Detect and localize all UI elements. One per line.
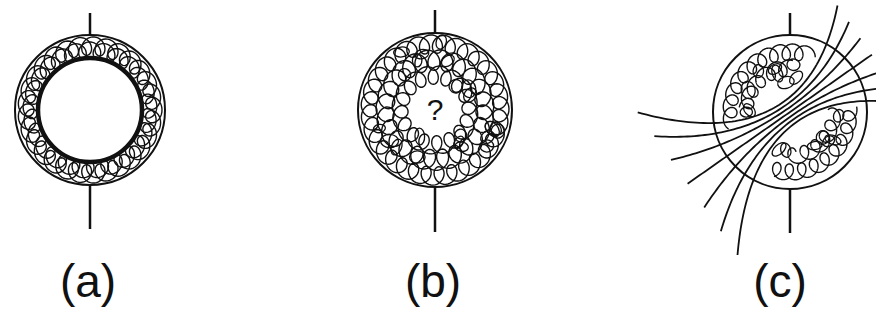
field-line (704, 71, 876, 207)
flux-loop (821, 134, 837, 149)
field-line (688, 55, 872, 184)
flux-loop (776, 74, 796, 90)
flux-loop (770, 64, 786, 84)
field-line (654, 22, 849, 137)
flux-loop (409, 151, 425, 163)
flux-loop (786, 58, 801, 72)
flux-loop (380, 134, 398, 148)
flux-loop (483, 119, 504, 139)
axis-tick (89, 185, 92, 229)
axis-tick (789, 189, 792, 233)
flux-loop (393, 46, 410, 58)
panel-label: (c) (753, 258, 807, 304)
flux-loop (460, 79, 477, 99)
flux-loop (832, 108, 846, 123)
flux-loops (18, 37, 162, 183)
flux-loops (773, 107, 857, 180)
panel-label: (a) (60, 258, 116, 304)
circle-outline (358, 33, 512, 187)
axis-tick (434, 10, 437, 32)
flux-loop (396, 66, 413, 83)
flux-loop (434, 34, 448, 51)
axis-tick (434, 188, 437, 232)
flux-loops (392, 66, 477, 154)
flux-loop (807, 140, 823, 150)
outer-circle (15, 35, 165, 185)
axis-tick (89, 13, 92, 35)
axis-tick (789, 13, 792, 35)
flux-loops (23, 42, 157, 178)
question-mark: ? (425, 95, 446, 125)
flux-loop (412, 54, 422, 67)
flux-loop (373, 123, 386, 133)
field-circle: ? (357, 32, 513, 188)
flux-loop (779, 142, 792, 159)
flux-loop (414, 48, 430, 60)
field-line (738, 101, 876, 255)
flux-loop (439, 53, 456, 69)
flux-loop (740, 107, 753, 118)
flux-loop (753, 64, 764, 78)
flux-loop (740, 80, 757, 100)
flux-loops (376, 50, 494, 170)
panel-label: (b) (405, 258, 461, 304)
flux-loop (415, 128, 425, 145)
inner-ring (38, 58, 142, 162)
flux-loop (454, 128, 468, 142)
flux-loops (361, 35, 509, 185)
